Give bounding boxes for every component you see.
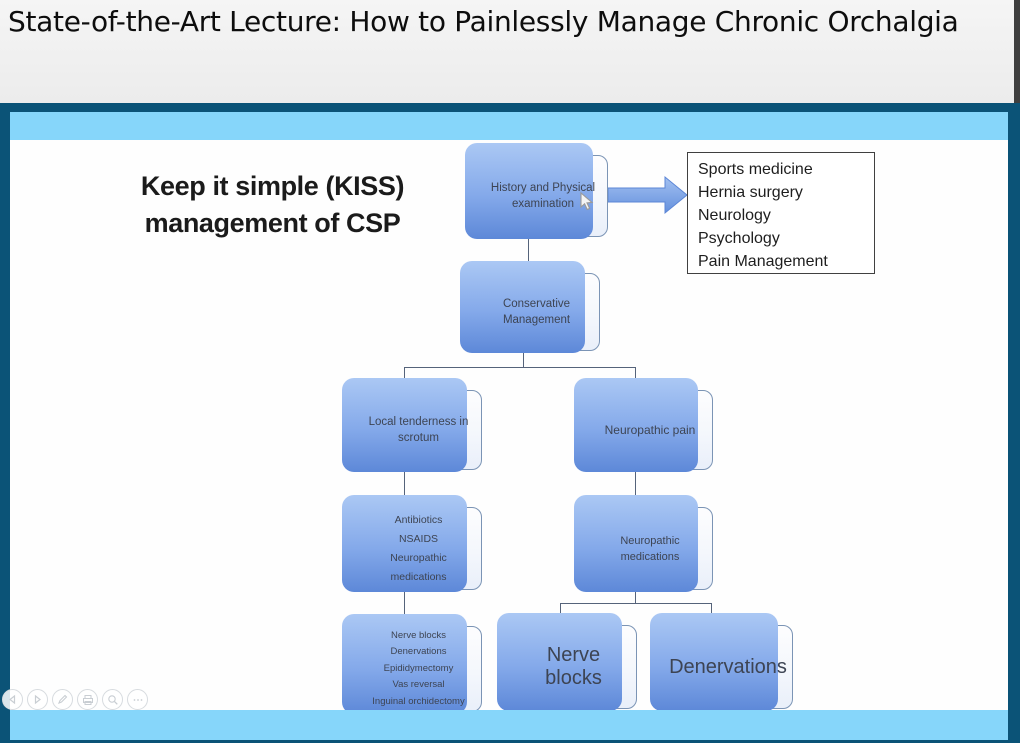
referral-list-box: Sports medicine Hernia surgery Neurology… <box>687 152 875 274</box>
node-label: Denervations <box>669 655 787 678</box>
slide-heading: Keep it simple (KISS) management of CSP <box>140 171 405 238</box>
zoom-button[interactable] <box>102 689 123 710</box>
flow-node-neuropathic-pain: Neuropathic pain <box>574 378 713 472</box>
node-label: Conservative Management <box>502 298 571 326</box>
node-label: Nerve blocks Denervations Epididymectomy… <box>372 629 465 707</box>
flow-node-denervations: Denervations <box>650 613 793 710</box>
node-label: Antibiotics NSAIDS Neuropathic medicatio… <box>390 513 447 583</box>
connector-line <box>528 237 529 274</box>
next-button[interactable] <box>27 689 48 710</box>
flow-node-conservative-management: Conservative Management <box>460 261 600 353</box>
flow-node-antibiotics-nsaids: Antibiotics NSAIDS Neuropathic medicatio… <box>342 495 482 592</box>
annotate-button[interactable] <box>52 689 73 710</box>
next-arrow-icon <box>34 694 41 705</box>
page-header: State-of-the-Art Lecture: How to Painles… <box>0 0 1020 103</box>
connector-line <box>635 590 636 603</box>
previous-arrow-icon <box>9 694 16 705</box>
node-label: Neuropathic medications <box>620 534 680 563</box>
viewer-bottom-band <box>10 710 1008 740</box>
node-label: Local tenderness in scrotum <box>368 416 469 444</box>
node-label: History and Physical examination <box>490 182 596 210</box>
flow-node-history-physical: History and Physical examination <box>465 143 608 239</box>
connector-line <box>404 470 405 508</box>
viewer-top-band <box>10 112 1008 140</box>
player-controls <box>2 689 148 710</box>
node-label: Neuropathic pain <box>604 423 696 437</box>
connector-line <box>404 367 636 368</box>
connector-line <box>523 351 524 367</box>
magnifier-icon <box>107 694 118 705</box>
flow-node-local-tenderness: Local tenderness in scrotum <box>342 378 482 472</box>
window-edge <box>1014 0 1020 103</box>
mouse-pointer-icon <box>580 192 594 211</box>
flow-node-nerve-blocks: Nerve blocks <box>497 613 637 710</box>
flow-node-neuropathic-medications: Neuropathic medications <box>574 495 713 592</box>
more-options-button[interactable] <box>127 689 148 710</box>
node-label: Nerve blocks <box>545 644 602 689</box>
connector-line <box>560 603 712 604</box>
referral-arrow-icon <box>608 175 688 215</box>
printer-icon <box>82 694 93 705</box>
print-button[interactable] <box>77 689 98 710</box>
page-title: State-of-the-Art Lecture: How to Painles… <box>8 5 959 38</box>
flow-node-surgical-options: Nerve blocks Denervations Epididymectomy… <box>342 614 482 710</box>
pencil-icon <box>58 694 68 704</box>
connector-line <box>404 590 405 627</box>
connector-line <box>635 470 636 508</box>
ellipsis-icon <box>133 698 142 701</box>
previous-button[interactable] <box>2 689 23 710</box>
slide-viewer-frame: Keep it simple (KISS) management of CSP … <box>0 103 1020 743</box>
slide-canvas: Keep it simple (KISS) management of CSP … <box>10 140 1008 710</box>
